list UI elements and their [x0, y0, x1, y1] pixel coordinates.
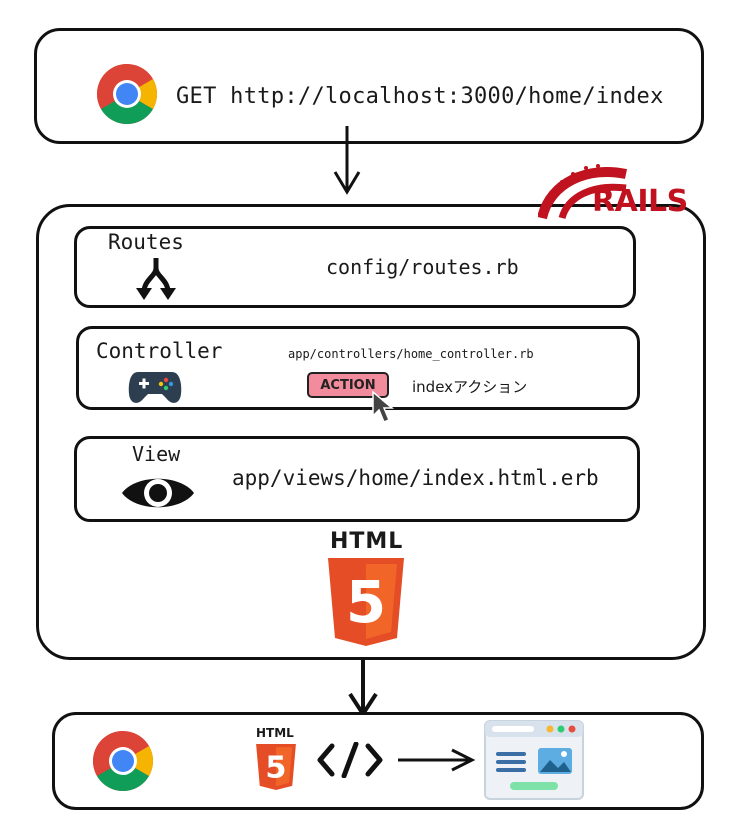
action-text: indexアクション	[412, 378, 528, 396]
cursor-icon	[372, 390, 395, 423]
chrome-icon	[96, 63, 158, 125]
gamepad-icon	[128, 372, 182, 403]
rails-logo-icon	[538, 164, 628, 220]
view-file: app/views/home/index.html.erb	[232, 466, 599, 490]
view-box	[74, 436, 640, 522]
action-badge-label: ACTION	[320, 378, 376, 393]
routing-arrows-icon	[136, 258, 176, 300]
action-badge[interactable]: ACTION	[307, 372, 389, 398]
response-html5-label: HTML	[256, 726, 294, 740]
webpage-icon	[484, 720, 584, 800]
response-box	[52, 712, 704, 810]
eye-icon	[122, 478, 194, 508]
html5-number: 5	[346, 568, 386, 636]
rails-logo-text: RAILS	[592, 184, 688, 219]
rails-logo: RAILS	[538, 160, 708, 222]
code-brackets-icon	[317, 742, 383, 778]
request-url: GET http://localhost:3000/home/index	[176, 84, 664, 109]
response-html5-icon: 5	[256, 743, 296, 791]
controller-file: app/controllers/home_controller.rb	[288, 347, 534, 361]
right-arrow-icon	[398, 748, 476, 772]
response-html5-number: 5	[265, 750, 286, 785]
html5-badge-label: HTML	[330, 529, 404, 554]
routes-file: config/routes.rb	[326, 255, 519, 279]
html5-shield-icon: 5	[328, 558, 404, 646]
view-label: View	[132, 442, 181, 466]
routes-label: Routes	[108, 230, 184, 254]
response-chrome-icon	[92, 731, 154, 792]
controller-label: Controller	[96, 339, 223, 363]
routes-box	[74, 226, 636, 308]
